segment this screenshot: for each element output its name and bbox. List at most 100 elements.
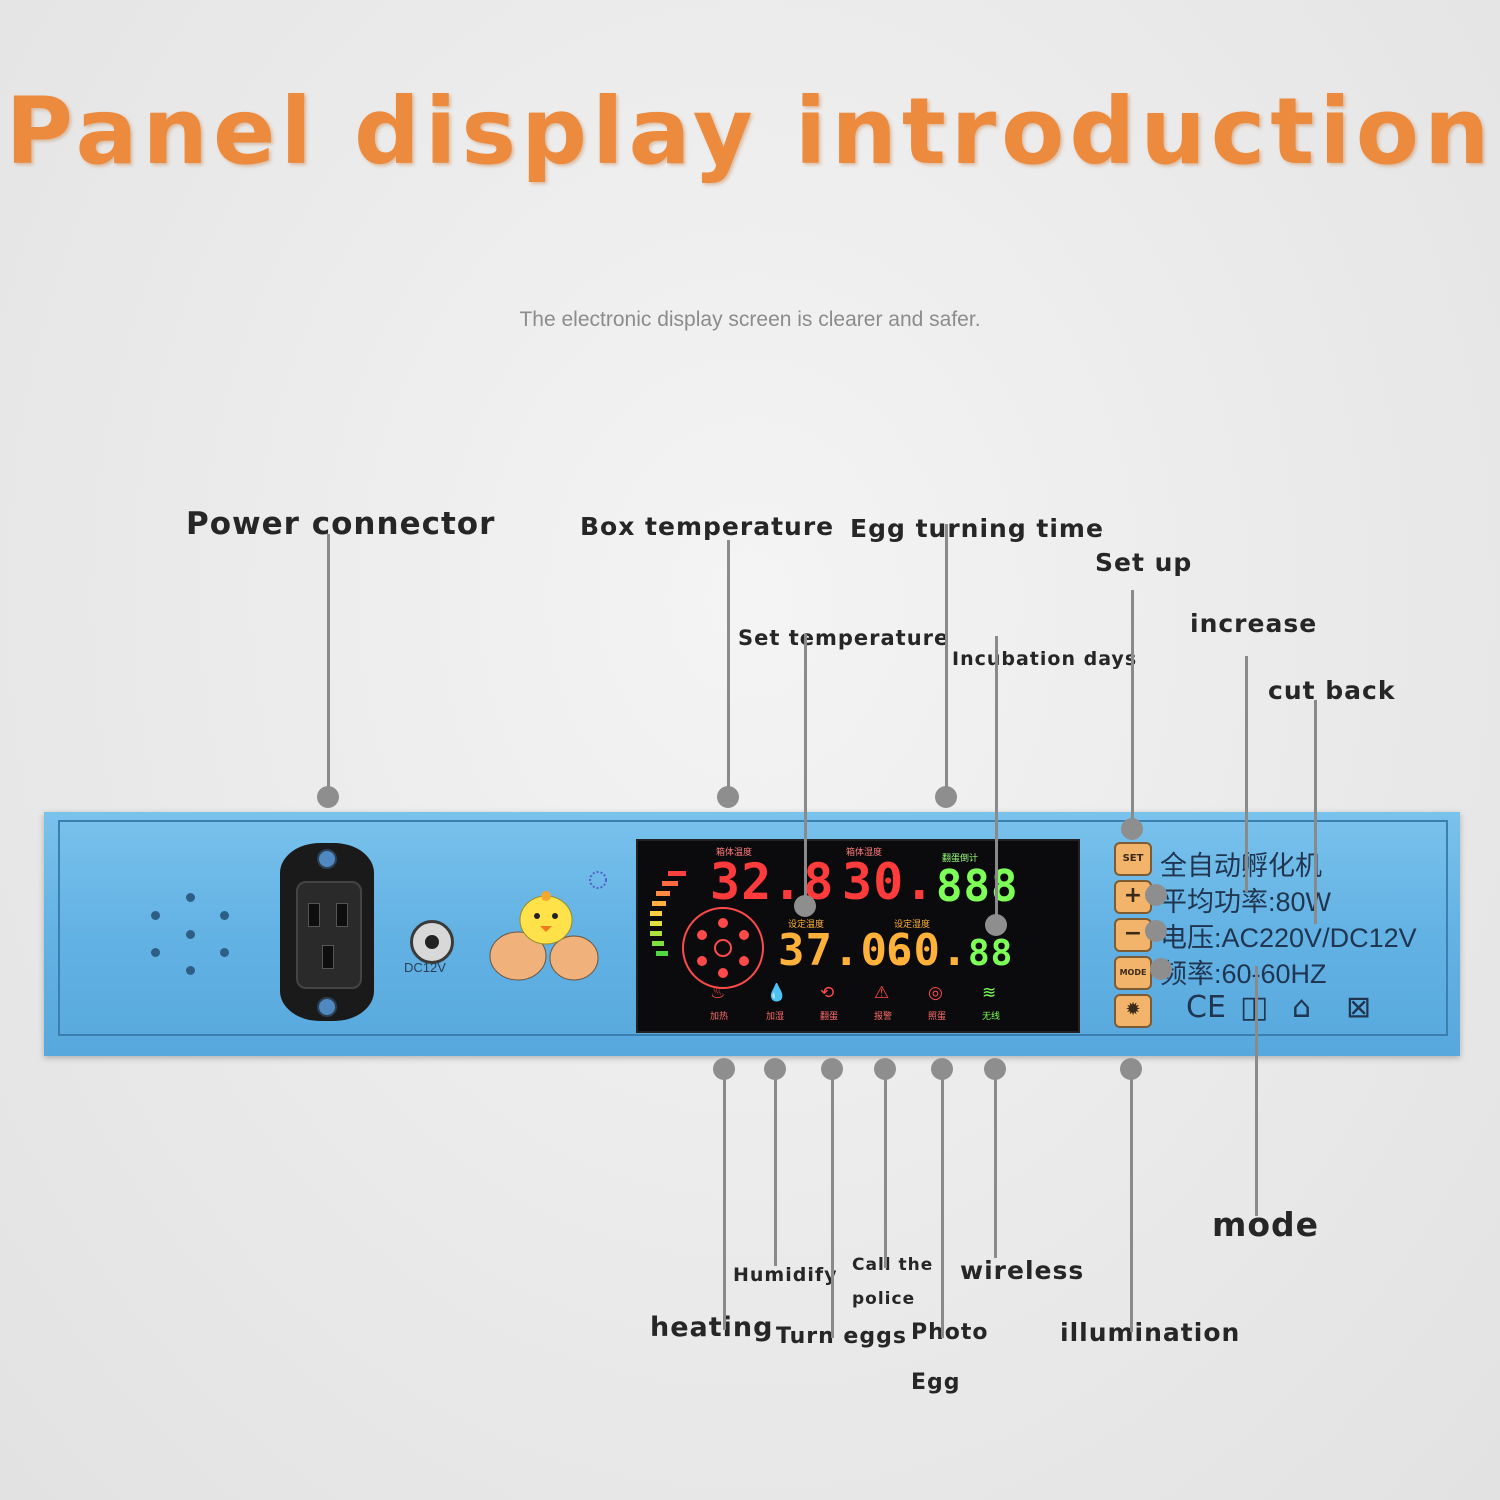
level-bar [650, 911, 662, 916]
indoor-use-icon: ⌂ [1292, 990, 1312, 1025]
page-title: Panel display introduction [5, 78, 1495, 185]
speaker-hole [151, 948, 160, 957]
leader-line [945, 524, 948, 796]
label-heating: heating [650, 1312, 774, 1343]
label-power-connector: Power connector [186, 506, 496, 542]
leader-dot [1120, 1058, 1142, 1080]
leader-dot [717, 786, 739, 808]
socket-face [296, 881, 362, 989]
speaker-hole [186, 930, 195, 939]
lcd-label-box-temp: 箱体温度 [716, 848, 753, 858]
leader-line [1314, 700, 1317, 924]
leader-line [1131, 590, 1134, 826]
dc-jack[interactable] [410, 920, 454, 964]
illumination-button[interactable]: ✹ [1114, 994, 1152, 1028]
leader-dot [984, 1058, 1006, 1080]
page-subtitle: The electronic display screen is clearer… [519, 308, 981, 331]
leader-line [727, 540, 730, 796]
label-illumination: illumination [1060, 1318, 1241, 1347]
heating-lcd-label: 加热 [710, 1012, 729, 1022]
label-photo: Photo [911, 1320, 989, 1345]
leader-dot [317, 786, 339, 808]
lcd-set-humidity: 60. [886, 925, 969, 976]
label-set-temperature: Set temperature [738, 626, 950, 650]
power-socket[interactable] [280, 843, 374, 1021]
speaker-hole [151, 911, 160, 920]
leader-dot [821, 1058, 843, 1080]
lcd-label-box-humidity: 箱体湿度 [846, 848, 883, 858]
leader-line [723, 1068, 726, 1330]
label-increase: increase [1190, 609, 1318, 638]
lcd-display: 箱体温度 箱体湿度 翻蛋倒计 设定温度 设定湿度 32.8 30. 888 37… [636, 839, 1080, 1033]
chick-logo-icon [489, 871, 607, 981]
label-box-temperature: Box temperature [580, 512, 835, 541]
level-bar [656, 891, 670, 896]
heating-icon: ♨ [710, 983, 726, 1003]
level-bar [650, 931, 662, 936]
leader-dot [764, 1058, 786, 1080]
leader-dot [713, 1058, 735, 1080]
set-button[interactable]: SET [1114, 842, 1152, 876]
wireless-lcd-label: 无线 [982, 1012, 1001, 1022]
leader-line [804, 634, 807, 904]
lcd-label-set-temp: 设定温度 [788, 920, 825, 930]
leader-line [994, 1068, 997, 1258]
speaker-hole [220, 911, 229, 920]
dc-label: DC12V [404, 960, 446, 975]
candling-lcd-label: 照蛋 [928, 1012, 947, 1022]
label-humidify: Humidify [733, 1264, 838, 1286]
double-insulation-icon: ◫ [1240, 990, 1268, 1025]
socket-pin [308, 903, 320, 927]
leader-dot [1145, 920, 1167, 942]
spec-frequency: 频率:60-60HZ [1160, 959, 1327, 989]
level-bar [652, 901, 666, 906]
label-wireless: wireless [960, 1256, 1085, 1285]
leader-dot [1145, 884, 1167, 906]
speaker-hole [220, 948, 229, 957]
lcd-label-set-humidity: 设定湿度 [894, 920, 931, 930]
label-set-up: Set up [1095, 548, 1193, 577]
socket-pin [322, 945, 334, 969]
spec-voltage: 电压:AC220V/DC12V [1160, 923, 1417, 953]
speaker-hole [186, 966, 195, 975]
level-bar [652, 941, 664, 946]
label-egg: Egg [911, 1370, 961, 1395]
lcd-set-temperature: 37.0. [778, 925, 916, 976]
egg-turning-wheel-icon [682, 907, 764, 989]
turn-eggs-lcd-label: 翻蛋 [820, 1012, 839, 1022]
spec-product-name: 全自动孵化机 [1160, 851, 1322, 881]
leader-line [1255, 966, 1258, 1216]
socket-pin [336, 903, 348, 927]
alarm-icon: ⚠ [874, 983, 890, 1003]
lcd-label-turn-countdown: 翻蛋倒计 [942, 854, 979, 864]
label-incubation-days: Incubation days [952, 648, 1138, 670]
leader-dot [1150, 958, 1172, 980]
leader-line [1130, 1068, 1133, 1332]
level-bar [668, 871, 686, 876]
lcd-incubation-days: 88 [968, 933, 1014, 974]
leader-dot [874, 1058, 896, 1080]
leader-line [884, 1068, 887, 1268]
wireless-icon: ≋ [982, 983, 997, 1003]
label-turn-eggs: Turn eggs [776, 1324, 907, 1349]
leader-dot [935, 786, 957, 808]
turn-eggs-icon: ⟲ [820, 983, 835, 1003]
panel-border [58, 820, 1448, 1036]
leader-dot [1121, 818, 1143, 840]
leader-line [1245, 656, 1248, 892]
alarm-lcd-label: 报警 [874, 1012, 893, 1022]
level-bar [662, 881, 678, 886]
label-cut-back: cut back [1268, 676, 1396, 705]
label-mode: mode [1212, 1205, 1320, 1244]
humidify-icon: 💧 [766, 983, 788, 1003]
lcd-turn-time: 888 [936, 861, 1019, 912]
leader-line [831, 1068, 834, 1338]
leader-line [774, 1068, 777, 1266]
leader-line [995, 636, 998, 924]
mode-button[interactable]: MODE [1114, 956, 1152, 990]
candling-icon: ◎ [928, 983, 943, 1003]
spec-power: 平均功率:80W [1160, 887, 1332, 917]
ce-mark-icon: CE [1186, 990, 1226, 1025]
label-call-the: Call the [852, 1255, 934, 1275]
label-police: police [852, 1289, 916, 1309]
